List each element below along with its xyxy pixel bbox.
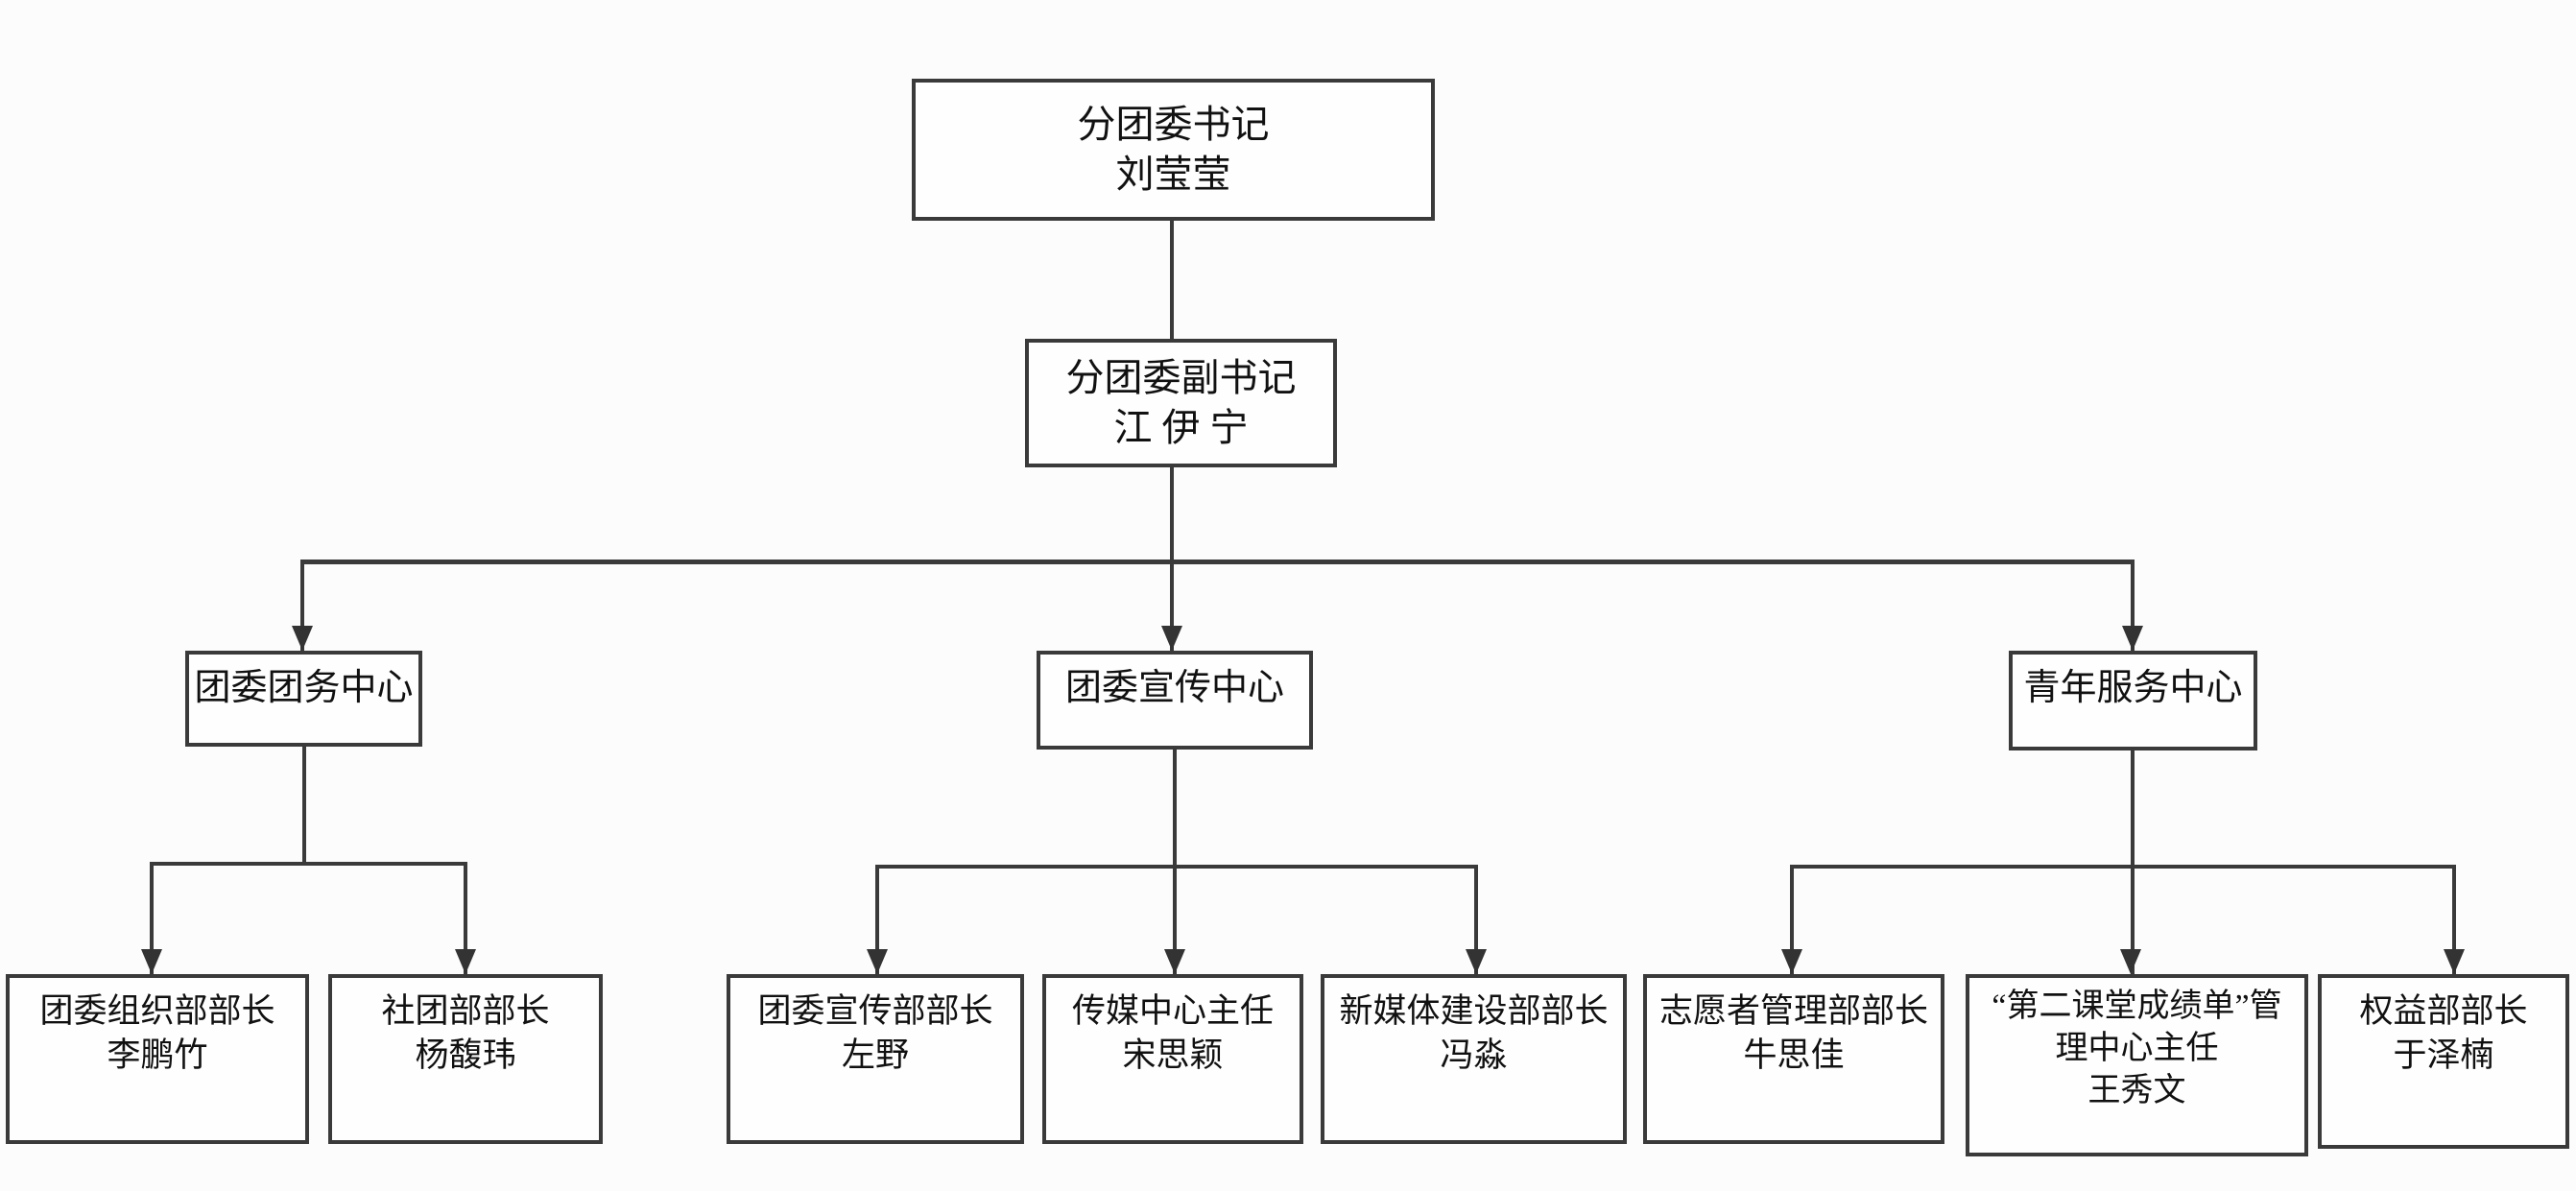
member-name: 杨馥玮 <box>415 1036 516 1074</box>
connector-center1-to-bus <box>302 747 306 866</box>
org-node-center-tuanwu: 团委团务中心 <box>185 651 422 747</box>
member-title: 志愿者管理部部长 <box>1658 992 1928 1030</box>
connector-deputy-to-bus <box>1170 467 1174 651</box>
member-title: 权益部部长 <box>2359 992 2528 1030</box>
member-name: 王秀文 <box>2087 1073 2186 1108</box>
member-title: 新媒体建设部部长 <box>1339 992 1609 1030</box>
connector-drop-center-3 <box>2131 560 2135 651</box>
org-node-member-xinmeiti: 新媒体建设部部长 冯淼 <box>1321 974 1627 1144</box>
org-node-secretary: 分团委书记 刘莹莹 <box>912 79 1435 221</box>
member-title: 团委组织部部长 <box>39 992 275 1030</box>
member-title: 社团部部长 <box>381 992 550 1030</box>
arrowhead-m1 <box>141 949 162 974</box>
center-label: 团委团务中心 <box>194 668 414 708</box>
member-name: 于泽楠 <box>2393 1036 2494 1074</box>
connector-drop-m1 <box>150 862 154 974</box>
org-node-member-zhiyuanzhe: 志愿者管理部部长 牛思佳 <box>1643 974 1944 1144</box>
connector-drop-center-1 <box>300 560 304 651</box>
center-label: 团委宣传中心 <box>1064 668 1284 708</box>
member-name: 牛思佳 <box>1743 1036 1845 1074</box>
org-node-member-xuanchuanbu: 团委宣传部部长 左野 <box>727 974 1024 1144</box>
connector-main-bus <box>300 560 2135 564</box>
arrowhead-m8 <box>2444 949 2465 974</box>
secretary-title: 分团委书记 <box>1077 103 1270 146</box>
arrowhead-m4 <box>1164 949 1185 974</box>
connector-center3-to-m7 <box>2131 750 2135 974</box>
org-node-center-qingnianfuwu: 青年服务中心 <box>2009 651 2257 750</box>
arrowhead-m7 <box>2120 949 2141 974</box>
connector-center2-to-m4 <box>1173 750 1177 974</box>
member-name: 李鹏竹 <box>107 1036 208 1074</box>
member-title: 团委宣传部部长 <box>757 992 993 1030</box>
org-node-center-xuanchuan: 团委宣传中心 <box>1037 651 1313 750</box>
org-node-member-zuzhibu: 团委组织部部长 李鹏竹 <box>6 974 309 1144</box>
arrowhead-m6 <box>1781 949 1802 974</box>
org-node-deputy-secretary: 分团委副书记 江伊宁 <box>1025 339 1337 467</box>
secretary-name: 刘莹莹 <box>1115 153 1231 196</box>
connector-drop-m5 <box>1474 865 1478 974</box>
member-name: 冯淼 <box>1440 1036 1508 1074</box>
arrowhead-m3 <box>867 949 888 974</box>
deputy-title: 分团委副书记 <box>1065 356 1297 399</box>
connector-secretary-deputy <box>1170 221 1174 339</box>
arrowhead-m2 <box>455 949 476 974</box>
arrowhead-center-2 <box>1161 626 1182 651</box>
member-title: “第二课堂成绩单”管理中心主任 <box>1992 989 2282 1066</box>
org-node-member-quanyibu: 权益部部长 于泽楠 <box>2318 974 2569 1149</box>
arrowhead-center-3 <box>2122 626 2143 651</box>
connector-bus-left <box>150 862 467 866</box>
arrowhead-center-1 <box>292 626 313 651</box>
org-node-member-chuanmeizhongxin: 传媒中心主任 宋思颖 <box>1042 974 1303 1144</box>
deputy-name: 江伊宁 <box>1113 406 1258 449</box>
center-label: 青年服务中心 <box>2023 668 2243 708</box>
org-node-member-dierketang: “第二课堂成绩单”管理中心主任 王秀文 <box>1966 974 2308 1156</box>
org-node-member-shetuanbu: 社团部部长 杨馥玮 <box>328 974 603 1144</box>
connector-drop-m3 <box>875 865 879 974</box>
member-name: 左野 <box>841 1036 909 1074</box>
connector-drop-m6 <box>1790 865 1794 974</box>
arrowhead-m5 <box>1466 949 1487 974</box>
member-name: 宋思颖 <box>1122 1036 1224 1074</box>
connector-bus-right <box>1790 865 2456 869</box>
connector-bus-middle <box>875 865 1478 869</box>
connector-drop-m2 <box>464 862 467 974</box>
member-title: 传媒中心主任 <box>1071 992 1274 1030</box>
connector-drop-m8 <box>2452 865 2456 974</box>
